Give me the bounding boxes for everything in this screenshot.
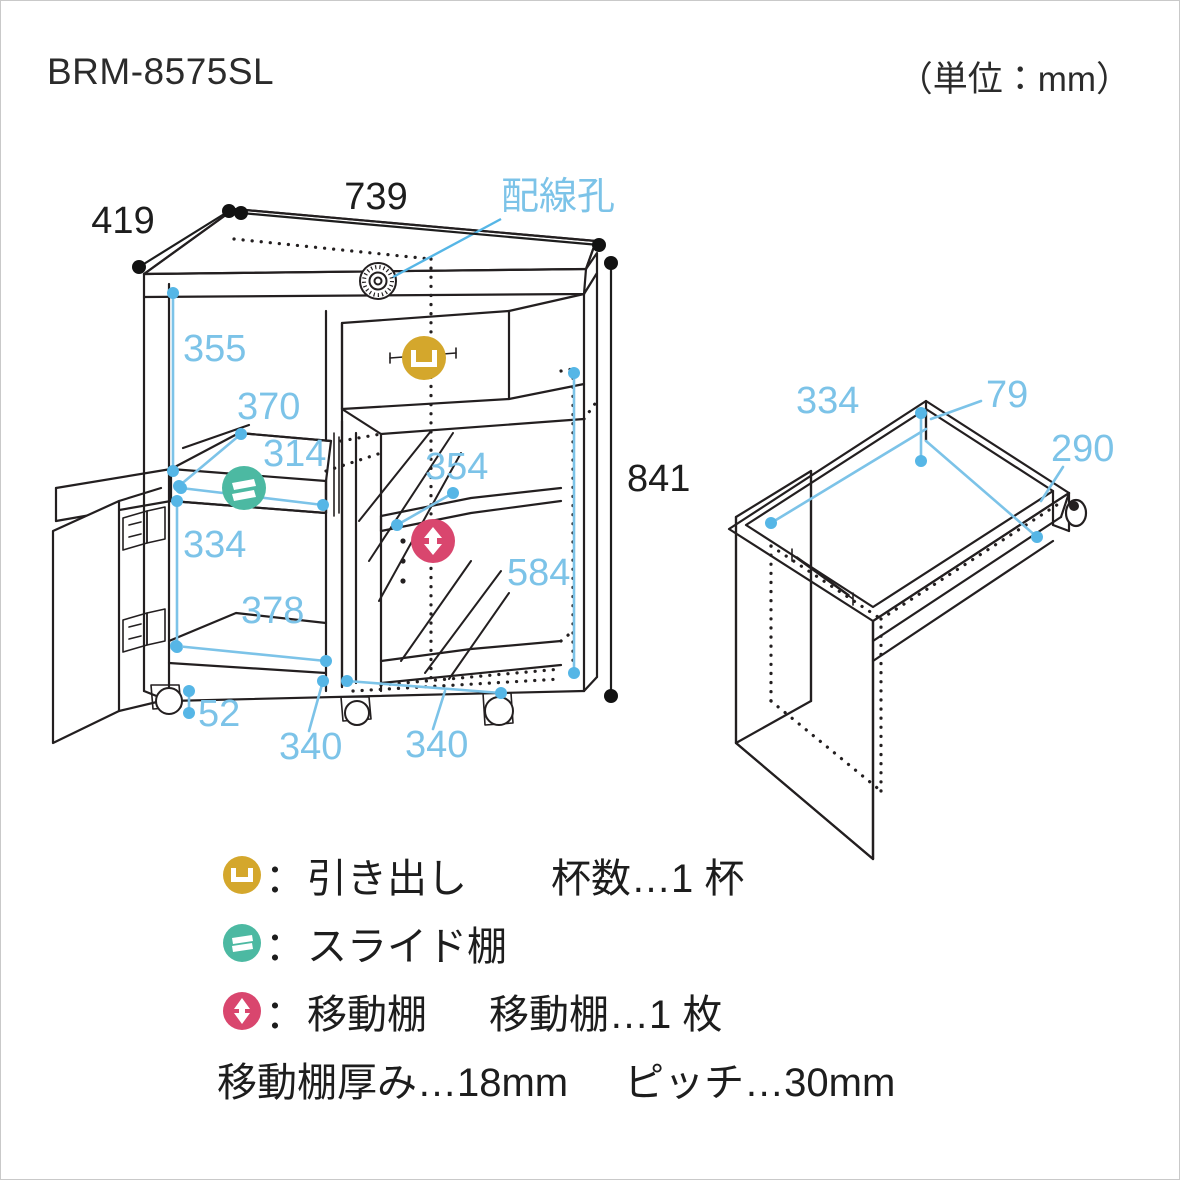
dim-340-left: 340: [279, 675, 342, 768]
dim-378-value: 378: [241, 590, 304, 632]
slide-shelf-icon: [223, 924, 261, 962]
legend: ： 引き出し 杯数…1 杯 ： スライド棚: [217, 841, 1043, 1113]
dim-drawer-79-value: 79: [986, 374, 1028, 416]
dim-355-value: 355: [183, 328, 246, 370]
legend-colon-slide-shelf: ：: [265, 925, 305, 969]
legend-label-drawer: 引き出し: [307, 857, 467, 901]
adjustable-shelf-icon: [223, 992, 261, 1030]
cable-hole-label: 配線孔: [501, 176, 615, 218]
left-compartment: [54, 423, 333, 523]
dim-355: 355: [167, 287, 246, 477]
slide-shelf-marker-icon: [222, 466, 266, 510]
dim-drawer-334-value: 334: [796, 380, 859, 422]
cabinet-top-board: [142, 207, 599, 299]
dim-340-right: 340: [341, 675, 507, 766]
drawer-marker-icon: [402, 336, 446, 380]
dim-378: 378: [170, 590, 332, 667]
dim-841: 841: [604, 256, 690, 703]
cabinet-feature-markers: [222, 336, 455, 563]
dim-354: 354: [391, 446, 488, 531]
dim-739: 739: [234, 176, 606, 252]
dim-739-value: 739: [344, 176, 407, 218]
drawer-detail-assembly: 334 79 290: [727, 374, 1114, 861]
dim-drawer-79: 79: [915, 374, 1028, 467]
drawer-detail-handle: [791, 548, 854, 606]
legend-shelf-thickness: 移動棚厚み…18mm: [217, 1061, 569, 1105]
legend-colon-adjustable-shelf: ：: [265, 993, 305, 1037]
left-door-open: [51, 486, 163, 745]
dim-52: 52: [183, 685, 240, 735]
legend-row-adjustable-shelf: ： 移動棚 移動棚…1 枚: [223, 977, 1043, 1045]
dim-419-value: 419: [91, 200, 154, 242]
drawer-icon: [223, 856, 261, 894]
dim-334-value: 334: [183, 524, 246, 566]
legend-row-drawer: ： 引き出し 杯数…1 杯: [223, 841, 1043, 909]
unit-note: （単位：mm）: [897, 60, 1131, 99]
dim-drawer-290: 290: [924, 428, 1114, 543]
page-title: BRM-8575SL: [47, 51, 275, 92]
legend-spec-adjustable-shelf: 移動棚…1 枚: [489, 993, 723, 1037]
dim-841-value: 841: [627, 458, 690, 500]
legend-row-slide-shelf: ： スライド棚: [223, 909, 1043, 977]
door-hinges: [122, 506, 166, 653]
dim-334: 334: [171, 495, 246, 653]
legend-colon-drawer: ：: [265, 857, 305, 901]
legend-label-slide-shelf: スライド棚: [307, 925, 507, 969]
legend-spec-drawer: 杯数…1 杯: [551, 857, 745, 901]
casters: [150, 684, 514, 726]
legend-shelf-pitch: ピッチ…30mm: [624, 1061, 896, 1105]
legend-row-footnote: 移動棚厚み…18mm ピッチ…30mm: [217, 1045, 1043, 1113]
dim-52-value: 52: [198, 693, 240, 735]
dim-584: 584: [507, 367, 580, 679]
dim-314: 314: [175, 433, 329, 511]
dim-354-value: 354: [425, 446, 488, 488]
legend-label-adjustable-shelf: 移動棚: [307, 993, 427, 1037]
adjustable-shelf-marker-icon: [411, 519, 455, 563]
drawer-front: [340, 292, 586, 411]
cable-hole-grommet: [359, 262, 397, 300]
top-dotted-outline: [232, 237, 433, 261]
dim-314-value: 314: [263, 433, 326, 475]
dim-419: 419: [91, 200, 236, 274]
cabinet-dimension-annotations: 419 739 841 355: [91, 176, 690, 768]
dim-340-left-value: 340: [279, 726, 342, 768]
dim-370-value: 370: [237, 386, 300, 428]
dim-drawer-334: 334: [765, 380, 928, 529]
dim-340-right-value: 340: [405, 724, 468, 766]
dim-584-value: 584: [507, 552, 570, 594]
dim-drawer-290-value: 290: [1051, 428, 1114, 470]
